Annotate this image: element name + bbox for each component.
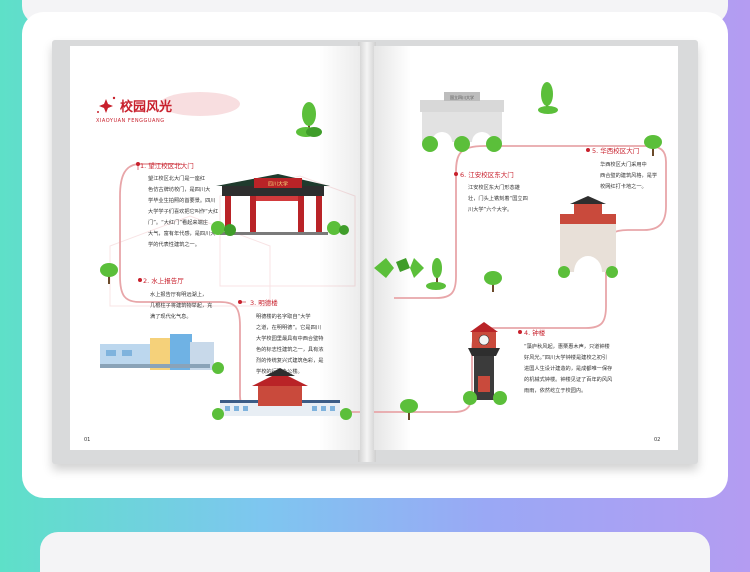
decorative-chevron-icon <box>374 258 424 278</box>
spot-3-heading: 3. 明德楼 <box>250 298 278 307</box>
page-number-right: 02 <box>654 437 660 443</box>
mingde-building-illustration <box>212 368 352 420</box>
page-title: 校园风光 <box>120 99 172 115</box>
open-book-image: 校园风光 XIAOYUAN FENGGUANG 1. 望江校区北大门 望江校区北… <box>52 40 698 464</box>
spot-5-heading: 5. 华西校区大门 <box>592 146 639 155</box>
huaxi-gate-illustration <box>558 196 618 278</box>
svg-text:雨雨，依然屹立于校园内。: 雨雨，依然屹立于校园内。 <box>524 386 586 394</box>
svg-text:水上报告厅有明远湖上，: 水上报告厅有明远湖上， <box>150 290 207 298</box>
svg-text:学的代表性建筑之一。: 学的代表性建筑之一。 <box>148 240 200 248</box>
svg-text:烈的传统复兴式建筑色彩，是: 烈的传统复兴式建筑色彩，是 <box>256 356 323 364</box>
tree-icon <box>400 399 418 420</box>
svg-text:壮，门头上镌刻着“国立四: 壮，门头上镌刻着“国立四 <box>468 194 528 202</box>
jiangan-gate-label: 国立四川大学 <box>450 94 474 100</box>
spot-2-text: 水上报告厅有明远湖上， 几根柱子将建筑物举起，充 满了现代化气息。 <box>150 290 212 320</box>
spot-4-heading: 4. 钟楼 <box>524 328 546 337</box>
page-subtitle: XIAOYUAN FENGGUANG <box>96 118 165 124</box>
tree-icon <box>100 263 118 284</box>
svg-text:满了现代化气息。: 满了现代化气息。 <box>150 312 192 320</box>
svg-text:望江校区北大门是一座红: 望江校区北大门是一座红 <box>148 174 205 182</box>
spot-4-text: “藻庐秋风起，惠栗惠木声，只道钟楼 好风光。”四川大学钟楼是建校之初引 进国人生… <box>524 342 613 394</box>
title-cloud <box>160 92 240 116</box>
svg-text:华西校区大门采用中: 华西校区大门采用中 <box>600 160 647 168</box>
svg-text:江安校区东大门形态雄: 江安校区东大门形态雄 <box>468 183 520 191</box>
svg-text:色仿古牌坊校门，是四川大: 色仿古牌坊校门，是四川大 <box>148 185 210 193</box>
svg-text:进国人生设计建造的，是成都唯一保存: 进国人生设计建造的，是成都唯一保存 <box>524 364 612 372</box>
svg-text:大气，富有年代感，是四川大: 大气，富有年代感，是四川大 <box>148 229 215 237</box>
page-number-left: 01 <box>84 437 90 443</box>
tree-icon <box>538 82 558 114</box>
svg-text:好风光。”四川大学钟楼是建校之初引: 好风光。”四川大学钟楼是建校之初引 <box>524 353 607 361</box>
tree-icon <box>296 102 322 137</box>
tree-icon <box>644 135 662 156</box>
spot-3-text: 明德楼的名字取自“大学 之道，在明明德”。它是四川 大学校园里最具有中西合璧特 … <box>256 312 324 375</box>
svg-text:“藻庐秋风起，惠栗惠木声，只道钟楼: “藻庐秋风起，惠栗惠木声，只道钟楼 <box>524 342 610 350</box>
next-card <box>40 532 710 572</box>
left-page: 校园风光 XIAOYUAN FENGGUANG 1. 望江校区北大门 望江校区北… <box>70 46 370 450</box>
svg-text:西合璧的建筑风格，是学: 西合璧的建筑风格，是学 <box>600 171 657 179</box>
svg-text:的机械式钟楼。钟楼见证了百年的风风: 的机械式钟楼。钟楼见证了百年的风风 <box>524 375 613 383</box>
svg-text:校网红打卡地之一。: 校网红打卡地之一。 <box>600 182 647 190</box>
spot-1-text: 望江校区北大门是一座红 色仿古牌坊校门，是四川大 学毕业生拍照的首要景。四川 大… <box>148 174 218 248</box>
jiangan-gate-illustration: 国立四川大学 <box>420 92 504 152</box>
spot-1-heading: 1. 望江校区北大门 <box>140 161 194 170</box>
tree-icon <box>484 271 502 292</box>
spot-5-text: 华西校区大门采用中 西合璧的建筑风格，是学 校网红打卡地之一。 <box>600 160 657 190</box>
red-gate-illustration: 四川大学 <box>211 174 349 236</box>
left-page-art: 校园风光 XIAOYUAN FENGGUANG 1. 望江校区北大门 望江校区北… <box>84 92 370 443</box>
svg-text:之道，在明明德”。它是四川: 之道，在明明德”。它是四川 <box>256 323 321 331</box>
book-spine <box>358 42 376 462</box>
spot-6-text: 江安校区东大门形态雄 壮，门头上镌刻着“国立四 川大学”六个大字。 <box>468 183 528 213</box>
right-page: 国立四川大学 6. 江安校区东大门 江安校区东大门形态雄 壮，门 <box>364 46 678 450</box>
right-page-art: 国立四川大学 6. 江安校区东大门 江安校区东大门形态雄 壮，门 <box>364 82 667 443</box>
svg-text:大学校园里最具有中西合璧特: 大学校园里最具有中西合璧特 <box>256 334 323 342</box>
svg-text:大学学子们喜欢把它叫作“大红: 大学学子们喜欢把它叫作“大红 <box>148 207 218 215</box>
svg-text:川大学”六个大字。: 川大学”六个大字。 <box>468 205 512 213</box>
sparkle-icon <box>97 96 116 113</box>
svg-text:几根柱子将建筑物举起，充: 几根柱子将建筑物举起，充 <box>150 301 212 309</box>
water-hall-illustration <box>100 334 224 374</box>
gate-label: 四川大学 <box>268 181 288 188</box>
route-path-right <box>364 145 667 413</box>
spot-6-heading: 6. 江安校区东大门 <box>460 170 514 179</box>
svg-text:明德楼的名字取自“大学: 明德楼的名字取自“大学 <box>256 312 311 320</box>
spot-2-heading: 2. 水上报告厅 <box>143 276 184 285</box>
svg-text:学毕业生拍照的首要景。四川: 学毕业生拍照的首要景。四川 <box>148 196 215 204</box>
svg-text:门”。“大红门”看起来端庄: 门”。“大红门”看起来端庄 <box>148 218 208 226</box>
tree-icon <box>426 258 446 290</box>
clock-tower-illustration <box>463 322 507 405</box>
svg-text:色的标志性建筑之一，具有浓: 色的标志性建筑之一，具有浓 <box>256 345 324 353</box>
